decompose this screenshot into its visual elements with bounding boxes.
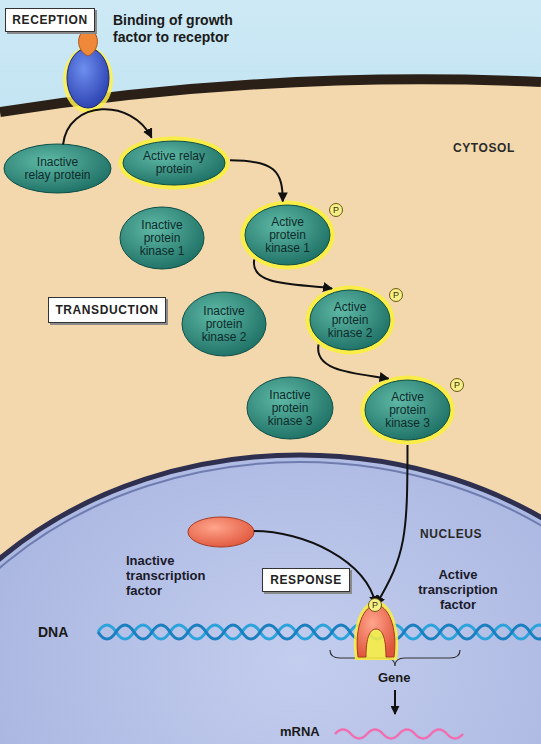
node-text: Inactive protein kinase 1 (134, 219, 190, 258)
receptor (67, 48, 109, 108)
protein-ellipse (4, 144, 111, 193)
signal-arrow (254, 531, 376, 605)
phosphate-marker: P (450, 378, 464, 392)
inactive-protein: Inactive protein kinase 1 (118, 205, 206, 271)
inactive-protein: Inactive protein kinase 2 (180, 290, 268, 358)
text-label: CYTOSOL (453, 141, 515, 155)
node-text: RESPONSE (270, 573, 342, 587)
node-text: Inactive relay protein (24, 156, 92, 182)
transcription-factor-shape (188, 517, 254, 547)
protein-ellipse (247, 377, 333, 439)
protein-ellipse (120, 207, 204, 269)
signal-arrow (230, 160, 283, 201)
dna-strand (98, 625, 541, 639)
stage-label-box: RESPONSE (262, 568, 350, 592)
text-label: NUCLEUS (420, 527, 482, 541)
active-protein: Active relay protein (118, 136, 230, 190)
dna-strand (98, 625, 541, 639)
node-text: TRANSDUCTION (55, 303, 158, 317)
transcription-arrow (394, 690, 396, 714)
text-label: Gene (378, 670, 411, 685)
node-text: Active protein kinase 3 (380, 391, 436, 430)
phosphate-marker: P (389, 288, 403, 302)
stage-label-box: RECEPTION (5, 8, 95, 32)
node-text: Inactive protein kinase 3 (262, 389, 318, 428)
node-text: Inactive transcription factor (126, 553, 231, 598)
text-label: DNA (38, 624, 68, 640)
node-outline (352, 565, 512, 662)
active-protein: Active protein kinase 3 (360, 375, 455, 445)
signal-arrow (63, 109, 152, 144)
activation-glow (361, 376, 455, 445)
stage-label-box: TRANSDUCTION (48, 297, 166, 323)
transcription-factor-shape (357, 605, 395, 657)
nuclear-envelope-inner (0, 462, 541, 744)
node-text: RECEPTION (12, 13, 87, 27)
node-text: Active protein kinase 2 (322, 301, 378, 340)
active-protein: Active protein kinase 2 (305, 285, 395, 355)
node-text: Active transcription factor (404, 567, 512, 612)
protein-ellipse (123, 141, 225, 185)
activation-glow (241, 201, 335, 270)
active-protein: Active protein kinase 1 (240, 200, 335, 270)
growth-factor (79, 28, 98, 56)
activation-glow (119, 137, 230, 190)
text-label: mRNA (280, 724, 320, 739)
protein-ellipse (365, 380, 450, 440)
phosphate-marker: P (329, 203, 343, 217)
nucleus (0, 455, 541, 744)
active-transcription-factor: Active transcription factor (352, 565, 512, 662)
node-text: Active protein kinase 1 (260, 216, 316, 255)
protein-ellipse (310, 290, 390, 350)
signal-arrow (376, 445, 408, 605)
inactive-protein: Inactive protein kinase 3 (245, 375, 335, 441)
activation-glow (306, 286, 395, 355)
inactive-transcription-factor: Inactive transcription factor (122, 513, 258, 595)
protein-ellipse (245, 205, 330, 265)
inactive-protein: Inactive relay protein (2, 142, 113, 195)
text-label: Binding of growth factor to receptor (113, 12, 248, 46)
node-text: Active relay protein (140, 150, 208, 176)
mrna-strand (335, 730, 463, 739)
phosphate-marker: P (368, 598, 382, 612)
receptor-glow (63, 47, 113, 113)
protein-ellipse (182, 292, 266, 356)
node-text: Inactive protein kinase 2 (196, 305, 252, 344)
